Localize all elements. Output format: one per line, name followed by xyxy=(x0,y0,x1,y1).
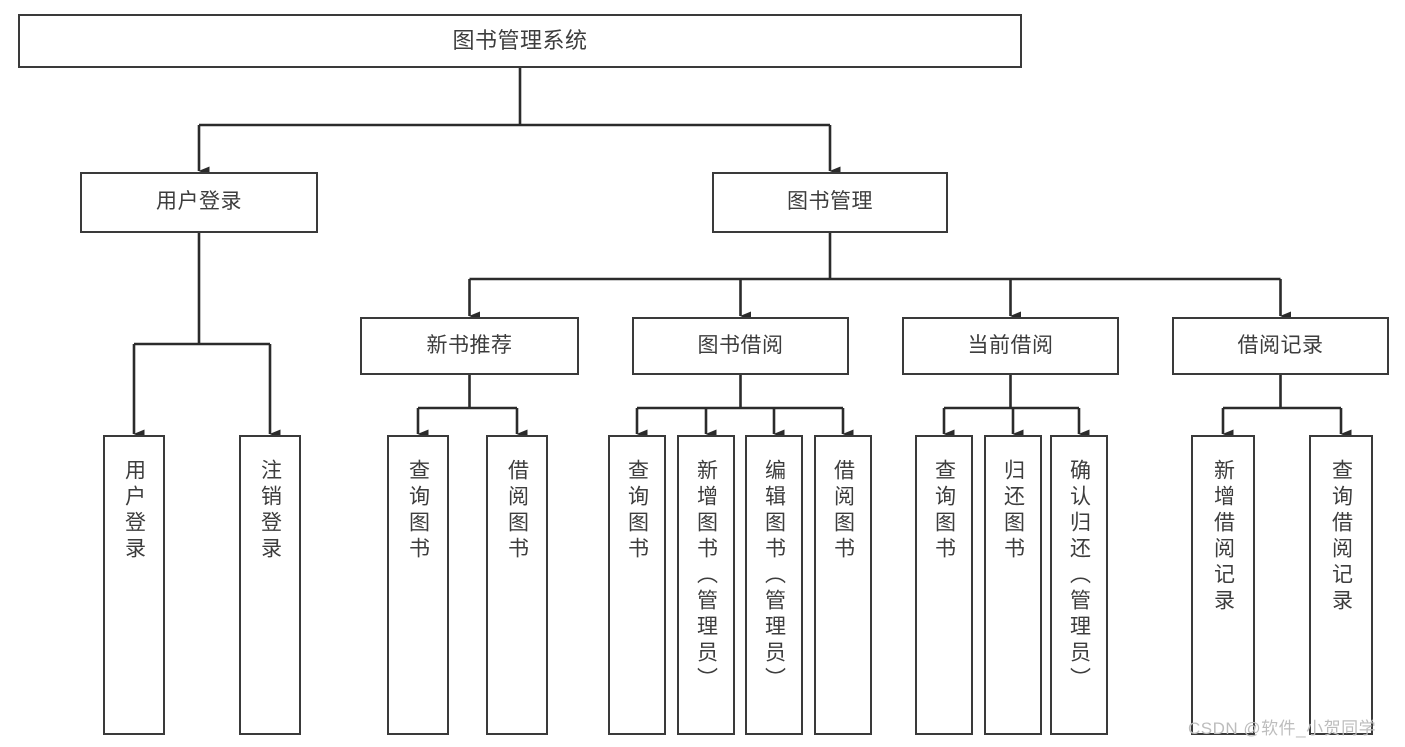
csdn-watermark: CSDN @软件_小贺同学 xyxy=(1188,719,1377,738)
node-leaf-return-book[interactable]: 归还图书 xyxy=(984,435,1042,735)
node-leaf-add-book[interactable]: 新增图书（管理员） xyxy=(677,435,735,735)
node-label: 确认归还（管理员） xyxy=(1067,459,1091,693)
node-leaf-borrow-book-1[interactable]: 借阅图书 xyxy=(486,435,548,735)
node-leaf-query-book-3[interactable]: 查询图书 xyxy=(915,435,973,735)
node-leaf-borrow-book-2[interactable]: 借阅图书 xyxy=(814,435,872,735)
node-label: 查询图书 xyxy=(932,459,956,563)
node-label: 新书推荐 xyxy=(426,333,513,357)
node-bookmgmt[interactable]: 图书管理 xyxy=(712,172,948,233)
node-leaf-add-record[interactable]: 新增借阅记录 xyxy=(1191,435,1255,735)
node-label: 用户登录 xyxy=(156,190,242,214)
node-leaf-logout[interactable]: 注销登录 xyxy=(239,435,301,735)
node-leaf-user-login[interactable]: 用户登录 xyxy=(103,435,165,735)
node-borrow[interactable]: 图书借阅 xyxy=(632,317,849,375)
node-label: 借阅图书 xyxy=(831,459,855,563)
node-label: 借阅图书 xyxy=(505,459,529,563)
node-login[interactable]: 用户登录 xyxy=(80,172,318,233)
node-label: 图书管理 xyxy=(787,190,873,214)
node-leaf-edit-book[interactable]: 编辑图书（管理员） xyxy=(745,435,803,735)
node-leaf-confirm-return[interactable]: 确认归还（管理员） xyxy=(1050,435,1108,735)
node-leaf-query-book-2[interactable]: 查询图书 xyxy=(608,435,666,735)
node-label: 图书借阅 xyxy=(697,333,784,357)
node-label: 用户登录 xyxy=(122,459,146,563)
node-label: 查询图书 xyxy=(406,459,430,563)
node-root[interactable]: 图书管理系统 xyxy=(18,14,1022,68)
node-label: 查询借阅记录 xyxy=(1329,459,1353,615)
node-newbook[interactable]: 新书推荐 xyxy=(360,317,579,375)
node-label: 编辑图书（管理员） xyxy=(762,459,786,693)
node-label: 图书管理系统 xyxy=(452,28,588,54)
node-records[interactable]: 借阅记录 xyxy=(1172,317,1389,375)
node-label: 当前借阅 xyxy=(967,333,1054,357)
node-label: 新增借阅记录 xyxy=(1211,459,1235,615)
node-leaf-query-book-1[interactable]: 查询图书 xyxy=(387,435,449,735)
node-label: 查询图书 xyxy=(625,459,649,563)
node-leaf-query-record[interactable]: 查询借阅记录 xyxy=(1309,435,1373,735)
node-current[interactable]: 当前借阅 xyxy=(902,317,1119,375)
node-label: 新增图书（管理员） xyxy=(694,459,718,693)
node-label: 注销登录 xyxy=(258,459,282,563)
node-label: 借阅记录 xyxy=(1237,333,1324,357)
node-label: 归还图书 xyxy=(1001,459,1025,563)
